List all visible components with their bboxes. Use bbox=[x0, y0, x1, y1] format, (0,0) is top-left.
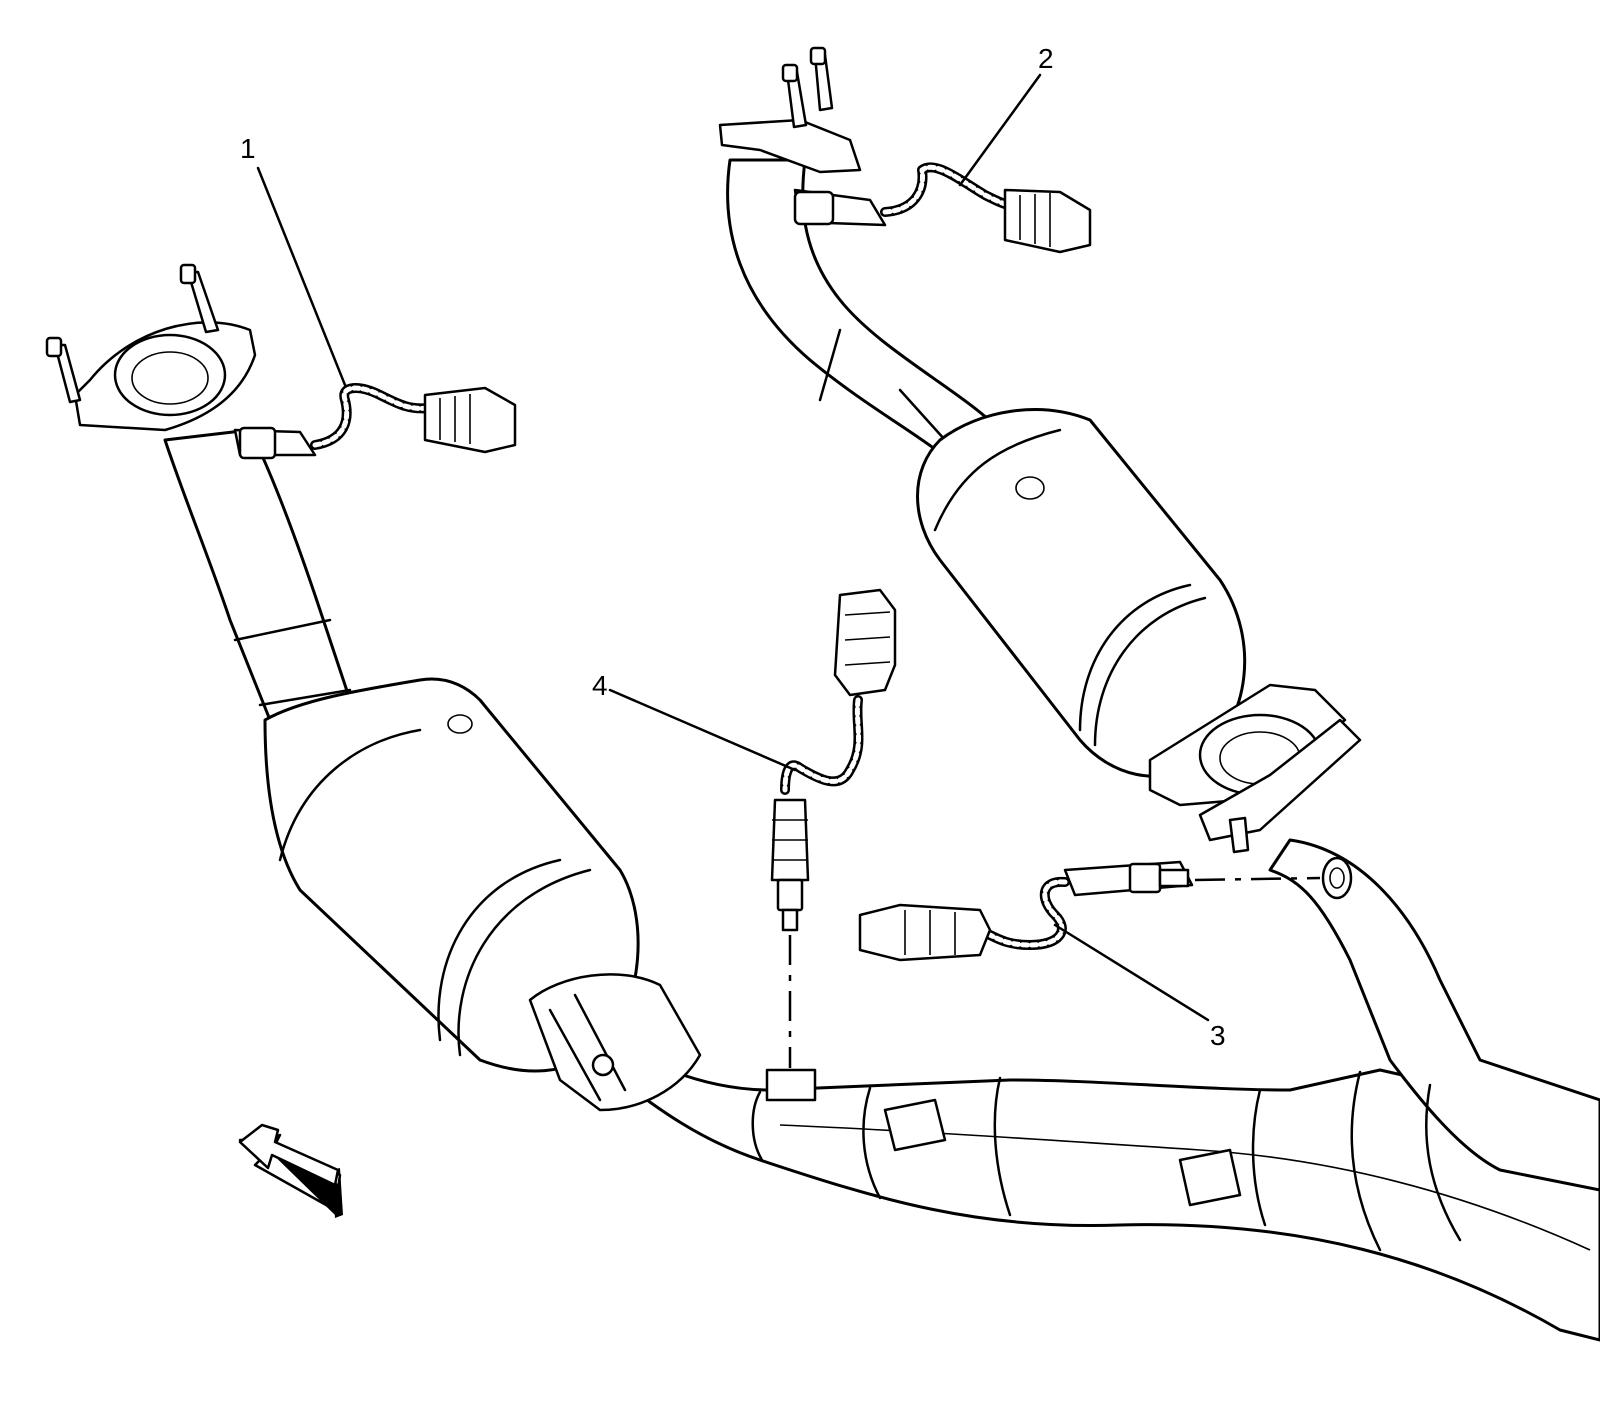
callout-leaders bbox=[256, 73, 1210, 1022]
right-catalytic-converter bbox=[726, 158, 1362, 854]
exhaust-y-pipe bbox=[588, 838, 1600, 1342]
callout-4: 4 bbox=[592, 670, 608, 701]
left-catalytic-converter bbox=[163, 428, 702, 1112]
oxygen-sensor-2 bbox=[793, 162, 1092, 254]
oxygen-sensor-4 bbox=[770, 588, 897, 1068]
left-manifold-flange bbox=[45, 263, 257, 432]
front-direction-arrow-icon bbox=[238, 1123, 343, 1218]
callout-1: 1 bbox=[240, 133, 256, 164]
callout-3: 3 bbox=[1210, 1020, 1226, 1051]
right-manifold-flange bbox=[718, 46, 862, 174]
callout-2: 2 bbox=[1038, 43, 1054, 74]
oxygen-sensor-1 bbox=[233, 383, 517, 460]
oxygen-sensor-3 bbox=[858, 860, 1321, 962]
